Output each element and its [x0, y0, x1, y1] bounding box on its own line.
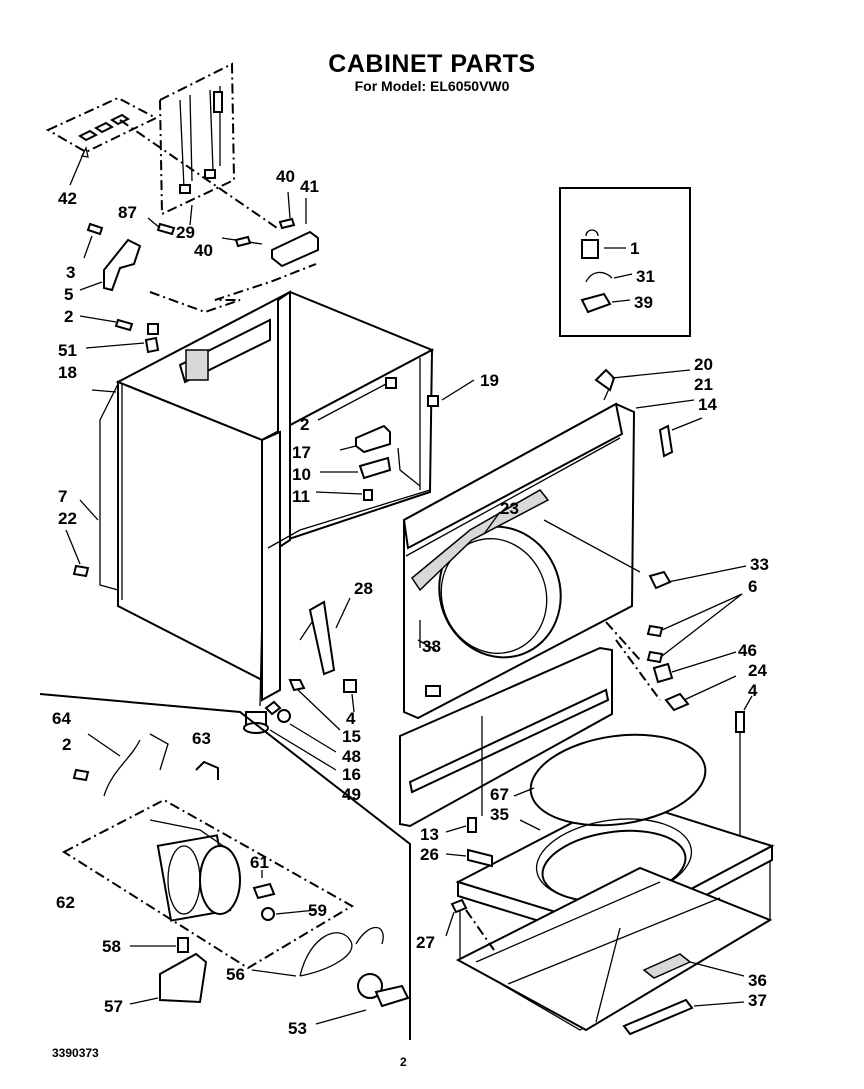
mounting-bracket [221, 191, 319, 268]
callout-63: 63 [192, 729, 211, 748]
front-panel-hardware [605, 565, 753, 840]
callout-14: 14 [698, 395, 717, 414]
page-number: 2 [400, 1055, 407, 1069]
callout-56: 56 [226, 965, 245, 984]
callout-2: 2 [300, 415, 309, 434]
callout-38: 38 [422, 637, 441, 656]
document-number: 3390373 [52, 1046, 99, 1060]
leveling-legs [243, 613, 357, 771]
callout-labels: 42 29 87 3 5 2 51 18 40 41 40 2 19 17 10… [52, 167, 769, 1038]
callout-40: 40 [194, 241, 213, 260]
toe-panel [399, 646, 613, 828]
callout-58: 58 [102, 937, 121, 956]
wire-nut-kit-box [45, 96, 159, 186]
callout-11: 11 [292, 487, 310, 506]
callout-15: 15 [342, 727, 361, 746]
callout-24: 24 [748, 661, 767, 680]
callout-87: 87 [118, 203, 137, 222]
callout-31: 31 [636, 267, 655, 286]
callout-42: 42 [58, 189, 77, 208]
callout-5: 5 [64, 285, 73, 304]
motor-section-border [39, 693, 411, 1040]
callout-35: 35 [490, 805, 509, 824]
door-switch-hardware [315, 377, 475, 501]
page-title: CABINET PARTS [328, 50, 536, 78]
rear-bracket [299, 597, 351, 676]
callout-53: 53 [288, 1019, 307, 1038]
callout-46: 46 [738, 641, 757, 660]
callout-29: 29 [176, 223, 195, 242]
callout-20: 20 [694, 355, 713, 374]
callout-62: 62 [56, 893, 75, 912]
callout-41: 41 [300, 177, 319, 196]
callout-3: 3 [66, 263, 75, 282]
callout-18: 18 [58, 363, 77, 382]
callout-51: 51 [58, 341, 77, 360]
callout-67: 67 [490, 785, 509, 804]
callout-33: 33 [750, 555, 769, 574]
callout-19: 19 [480, 371, 499, 390]
callout-16: 16 [342, 765, 361, 784]
callout-1: 1 [630, 239, 639, 258]
inset-kit-box [559, 187, 691, 337]
callout-23: 23 [500, 499, 519, 518]
callout-21: 21 [694, 375, 713, 394]
harness-kit-box [158, 62, 236, 226]
callout-39: 39 [634, 293, 653, 312]
callout-22: 22 [58, 509, 77, 528]
callout-2: 2 [62, 735, 71, 754]
motor-mount-parts [129, 926, 410, 1025]
callout-61: 61 [250, 853, 269, 872]
front-panel [402, 381, 641, 720]
motor-harness [72, 733, 219, 797]
base-hardware [445, 716, 495, 951]
callout-13: 13 [420, 825, 439, 844]
drive-motor-assembly [61, 798, 354, 970]
side-screw [65, 499, 99, 578]
callout-2: 2 [64, 307, 73, 326]
callout-59: 59 [308, 901, 327, 920]
callout-37: 37 [748, 991, 767, 1010]
callout-40: 40 [276, 167, 295, 186]
callout-4: 4 [346, 709, 356, 728]
callout-48: 48 [342, 747, 361, 766]
panel-clips [594, 368, 703, 458]
base-assembly [455, 733, 775, 1036]
callout-10: 10 [292, 465, 311, 484]
callout-57: 57 [104, 997, 123, 1016]
callout-26: 26 [420, 845, 439, 864]
callout-36: 36 [748, 971, 767, 990]
callout-27: 27 [416, 933, 435, 952]
callout-4: 4 [748, 681, 758, 700]
callout-49: 49 [342, 785, 361, 804]
upper-left-brackets [79, 217, 176, 354]
model-subtitle: For Model: EL6050VW0 [354, 78, 510, 94]
callout-7: 7 [58, 487, 67, 506]
callout-28: 28 [354, 579, 373, 598]
callout-17: 17 [292, 443, 311, 462]
callout-6: 6 [748, 577, 757, 596]
callout-64: 64 [52, 709, 71, 728]
